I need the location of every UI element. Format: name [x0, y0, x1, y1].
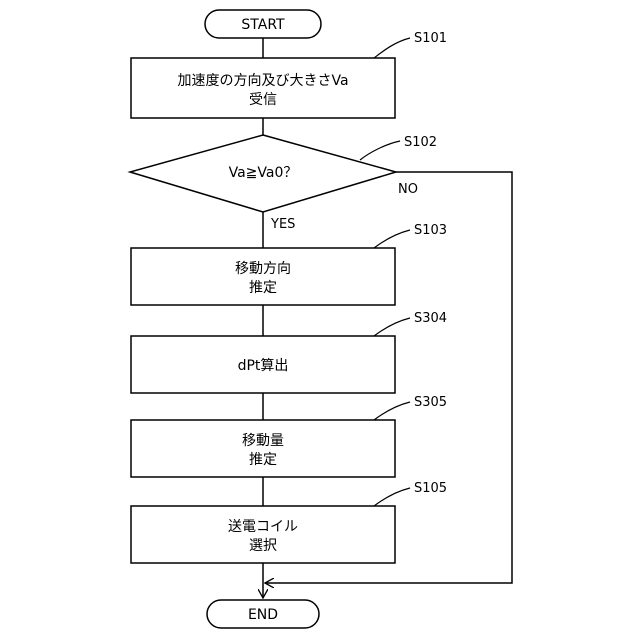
s105-tag: S105: [414, 481, 447, 496]
s305-line-2: 推定: [249, 452, 277, 468]
branch-yes-label: YES: [270, 217, 295, 232]
s305-leader: [374, 402, 410, 420]
s102-leader: [360, 141, 400, 160]
s305-tag: S305: [414, 395, 447, 410]
s105-line-1: 送電コイル: [228, 519, 298, 535]
s101-line-1: 加速度の方向及び大きさVa: [177, 73, 348, 89]
s304-leader: [374, 318, 410, 336]
terminal-end: END: [207, 600, 319, 628]
process-s101: 加速度の方向及び大きさVa 受信 S101: [131, 31, 447, 118]
process-s105: 送電コイル 選択 S105: [131, 481, 447, 563]
branch-no-label: NO: [398, 182, 418, 197]
s103-leader: [374, 230, 410, 248]
s102-condition: Va≧Va0？: [229, 165, 298, 181]
s101-leader: [374, 38, 410, 58]
s101-tag: S101: [414, 31, 447, 46]
s103-line-1: 移動方向: [235, 261, 291, 277]
start-label: START: [241, 17, 285, 33]
terminal-start: START: [205, 10, 321, 38]
s304-tag: S304: [414, 311, 447, 326]
process-s103: 移動方向 推定 S103: [131, 223, 447, 305]
s102-tag: S102: [404, 135, 437, 150]
s105-line-2: 選択: [249, 538, 277, 554]
s304-line-1: dPt算出: [238, 358, 289, 374]
end-label: END: [248, 607, 278, 623]
process-s305: 移動量 推定 S305: [131, 395, 447, 477]
process-s304: dPt算出 S304: [131, 311, 447, 393]
s101-line-2: 受信: [249, 92, 277, 108]
decision-s102: Va≧Va0？ S102 NO YES: [130, 135, 437, 232]
s103-tag: S103: [414, 223, 447, 238]
s103-line-2: 推定: [249, 280, 277, 296]
s105-leader: [374, 488, 410, 506]
s305-line-1: 移動量: [242, 433, 284, 449]
